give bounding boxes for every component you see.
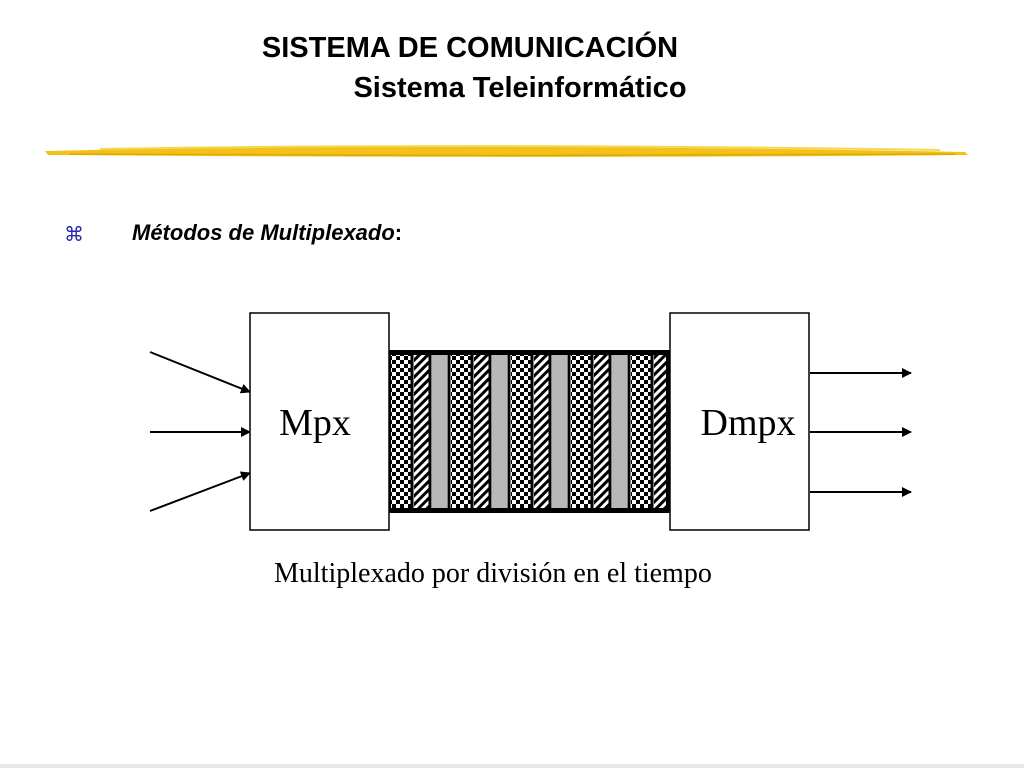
heading-colon: : xyxy=(394,220,403,245)
title-underline-brush xyxy=(45,145,968,157)
title-line-2: Sistema Teleinformático xyxy=(353,72,687,104)
slide-title: SISTEMA DE COMUNICACIÓN Sistema Teleinfo… xyxy=(0,28,940,108)
demux-box xyxy=(669,312,810,531)
title-line-1: SISTEMA DE COMUNICACIÓN xyxy=(261,32,679,64)
demux-label: Dmpx xyxy=(701,402,796,444)
footer-divider xyxy=(0,764,1024,768)
diagram-caption: Multiplexado por división en el tiempo xyxy=(274,558,712,589)
input-arrow-3 xyxy=(149,471,251,512)
mux-label: Mpx xyxy=(279,402,351,444)
mux-box xyxy=(249,312,390,531)
heading-text: Métodos de Multiplexado xyxy=(132,220,395,245)
input-arrow-1 xyxy=(149,351,251,394)
time-slot-channel xyxy=(389,350,670,513)
bullet-icon: ⌘ xyxy=(64,222,84,246)
section-heading: Métodos de Multiplexado: xyxy=(132,220,402,246)
